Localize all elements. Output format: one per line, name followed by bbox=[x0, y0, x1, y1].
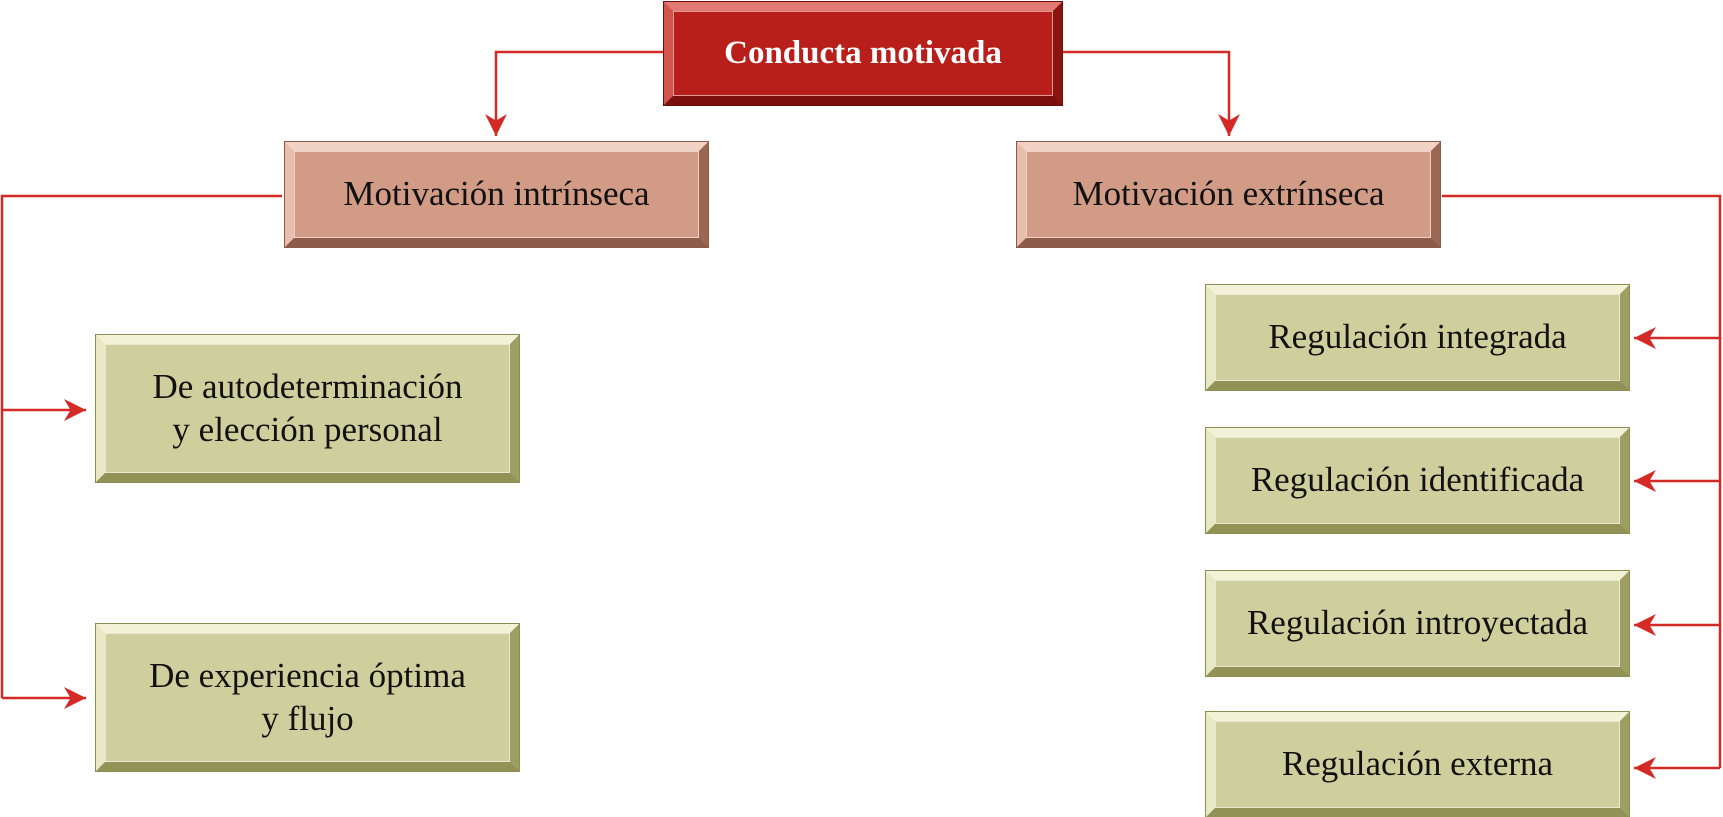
node-conducta-motivada: Conducta motivada bbox=[664, 2, 1062, 105]
node-motivacion-extrinseca: Motivación extrínseca bbox=[1017, 142, 1440, 247]
connector-extrinsic-trunk bbox=[1442, 194, 1722, 768]
node-label: Motivación intrínseca bbox=[343, 174, 650, 214]
node-label: Motivación extrínseca bbox=[1072, 174, 1385, 214]
connector-root-to-intrinsic bbox=[485, 50, 664, 136]
node-motivacion-intrinseca: Motivación intrínseca bbox=[285, 142, 708, 247]
node-experiencia-optima: De experiencia óptima y flujo bbox=[96, 624, 519, 771]
node-regulacion-introyectada: Regulación introyectada bbox=[1206, 571, 1629, 676]
node-label: Regulación externa bbox=[1281, 744, 1554, 784]
connector-root-to-extrinsic bbox=[1062, 50, 1240, 136]
node-label: Conducta motivada bbox=[724, 35, 1002, 72]
node-label: De experiencia óptima y flujo bbox=[149, 655, 466, 738]
node-label: Regulación integrada bbox=[1268, 317, 1567, 357]
node-label: Regulación introyectada bbox=[1246, 603, 1589, 643]
node-regulacion-integrada: Regulación integrada bbox=[1206, 285, 1629, 390]
node-regulacion-externa: Regulación externa bbox=[1206, 712, 1629, 817]
node-label: De autodeterminación y elección personal bbox=[152, 366, 463, 449]
node-regulacion-identificada: Regulación identificada bbox=[1206, 428, 1629, 533]
connector-intrinsic-trunk bbox=[0, 194, 282, 698]
node-label: Regulación identificada bbox=[1250, 460, 1585, 500]
node-autodeterminacion: De autodeterminación y elección personal bbox=[96, 335, 519, 482]
